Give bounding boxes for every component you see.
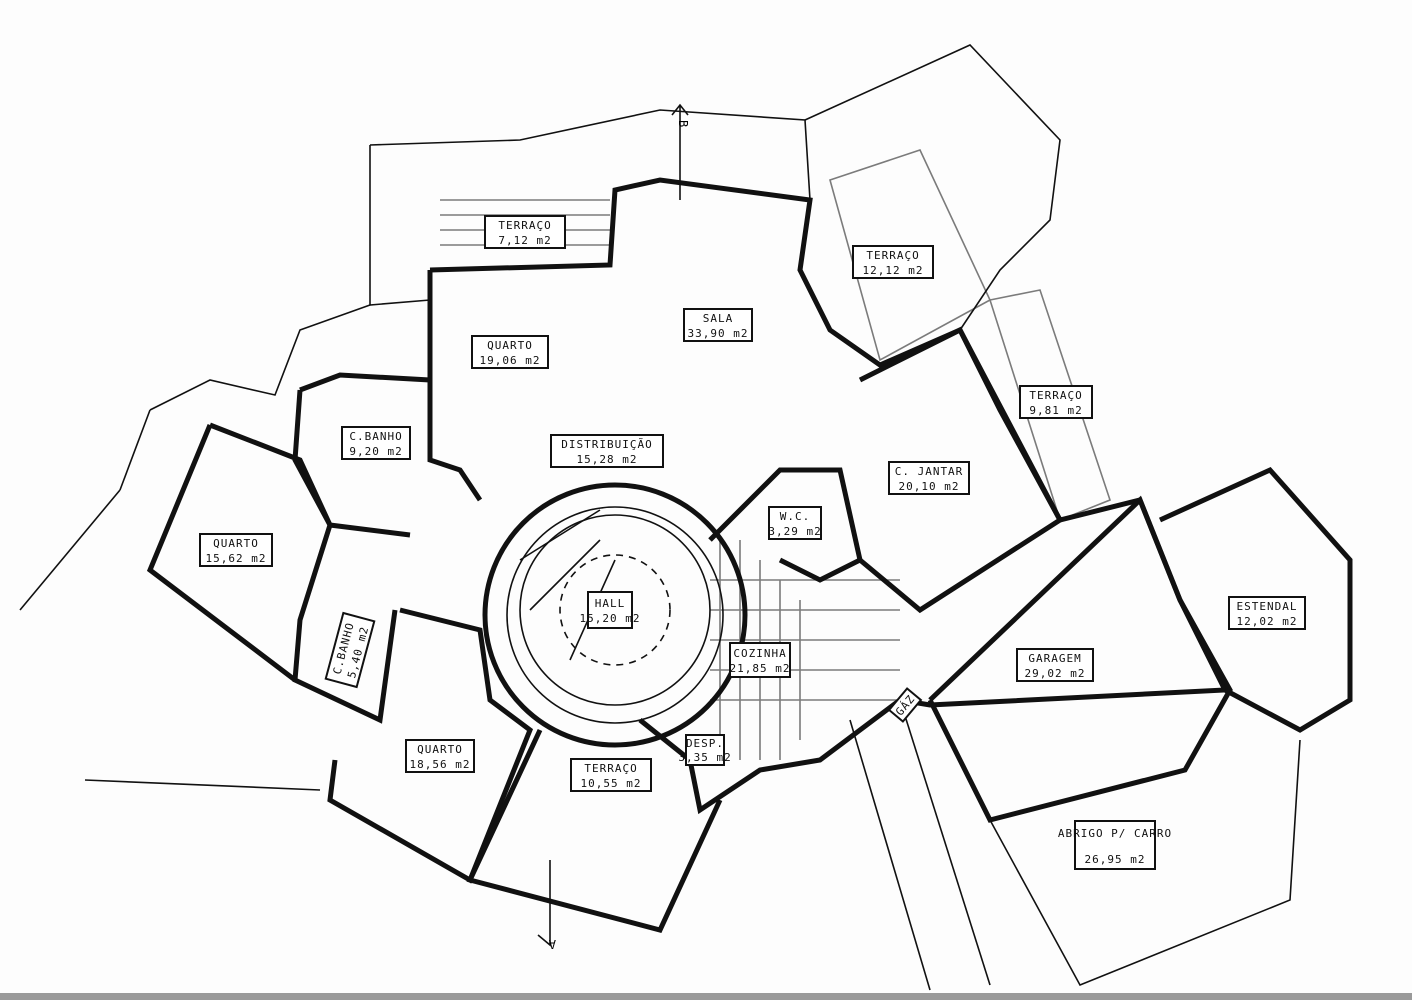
room-name: DISTRIBUIÇÃO — [561, 438, 652, 451]
room-label-estendal: ESTENDAL 12,02 m2 — [1228, 596, 1306, 630]
room-label-garagem: GARAGEM 29,02 m2 — [1016, 648, 1094, 682]
room-name: QUARTO — [487, 339, 533, 352]
section-a-label: A — [548, 937, 556, 951]
room-name: DESP. — [686, 737, 724, 750]
room-area: 12,12 m2 — [863, 264, 924, 277]
room-name: TERRAÇO — [498, 219, 551, 232]
room-name: C. JANTAR — [895, 465, 964, 478]
room-name: TERRAÇO — [584, 762, 637, 775]
room-area: 15,62 m2 — [206, 552, 267, 565]
room-name: TERRAÇO — [866, 249, 919, 262]
room-area: 19,06 m2 — [480, 354, 541, 367]
room-label-c-jantar: C. JANTAR 20,10 m2 — [888, 461, 970, 495]
room-area: 12,02 m2 — [1237, 615, 1298, 628]
room-area: 3,35 m2 — [678, 751, 731, 764]
room-area: 26,95 m2 — [1085, 853, 1146, 866]
room-label-hall: HALL 15,20 m2 — [580, 591, 641, 629]
walls — [19, 44, 1353, 991]
room-label-terraco-2: TERRAÇO 12,12 m2 — [852, 245, 934, 279]
room-label-abrigo: ABRIGO P/ CARRO 26,95 m2 — [1058, 820, 1172, 870]
room-label-distribuicao: DISTRIBUIÇÃO 15,28 m2 — [550, 434, 664, 468]
room-area: 9,20 m2 — [349, 445, 402, 458]
room-area: 9,81 m2 — [1029, 404, 1082, 417]
room-area: 18,56 m2 — [410, 758, 471, 771]
room-name: C.BANHO — [349, 430, 402, 443]
room-name: ABRIGO P/ CARRO — [1058, 827, 1172, 840]
room-label-terraco-3: TERRAÇO 9,81 m2 — [1019, 385, 1093, 419]
room-area: 20,10 m2 — [899, 480, 960, 493]
room-name: QUARTO — [417, 743, 463, 756]
section-marker-a: A — [537, 860, 556, 951]
room-label-quarto-2: QUARTO 15,62 m2 — [199, 533, 273, 567]
room-name: COZINHA — [733, 647, 786, 660]
circular-hall — [482, 482, 748, 748]
room-label-sala: SALA 33,90 m2 — [683, 308, 753, 342]
room-name: W.C. — [780, 510, 811, 523]
room-name: HALL — [595, 597, 626, 610]
room-label-c-banho-1: C.BANHO 9,20 m2 — [341, 426, 411, 460]
room-label-wc: W.C. 3,29 m2 — [768, 506, 822, 540]
section-b-label: B — [676, 120, 690, 127]
room-name: GARAGEM — [1028, 652, 1081, 665]
room-label-terraco-1: TERRAÇO 7,12 m2 — [484, 215, 566, 249]
room-name: SALA — [703, 312, 734, 325]
room-area: 29,02 m2 — [1025, 667, 1086, 680]
room-label-quarto-1: QUARTO 19,06 m2 — [471, 335, 549, 369]
room-label-quarto-3: QUARTO 18,56 m2 — [405, 739, 475, 773]
room-area: 7,12 m2 — [498, 234, 551, 247]
gas-marker: GÁZ — [887, 687, 923, 723]
room-name: ESTENDAL — [1237, 600, 1298, 613]
section-marker-b: B — [671, 103, 690, 200]
room-area: 3,29 m2 — [768, 525, 821, 538]
room-area: 15,28 m2 — [577, 453, 638, 466]
room-name: QUARTO — [213, 537, 259, 550]
room-label-cozinha: COZINHA 21,85 m2 — [729, 642, 791, 678]
room-area: 15,20 m2 — [580, 612, 641, 625]
room-area: 10,55 m2 — [581, 777, 642, 790]
room-label-desp: DESP.3,35 m2 — [678, 734, 731, 766]
room-label-terraco-4: TERRAÇO 10,55 m2 — [570, 758, 652, 792]
room-area: 21,85 m2 — [730, 662, 791, 675]
room-name: TERRAÇO — [1029, 389, 1082, 402]
room-area: 33,90 m2 — [688, 327, 749, 340]
bottom-strip — [0, 993, 1412, 1000]
